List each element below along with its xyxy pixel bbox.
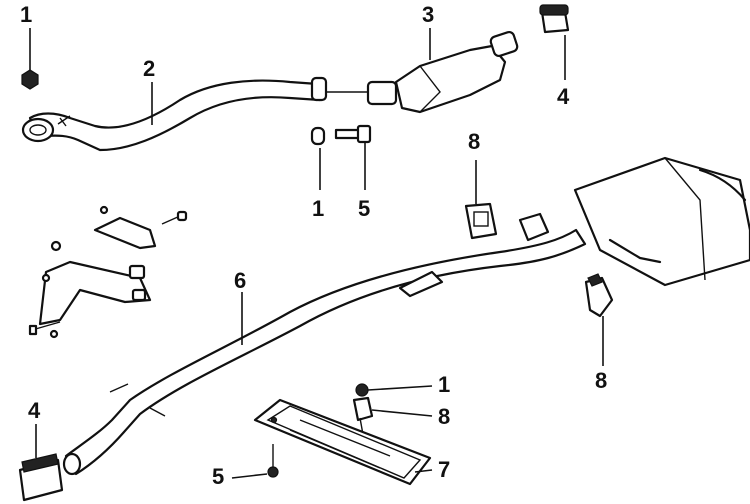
callout-8-top: 8	[468, 129, 481, 154]
nut-middle	[310, 126, 326, 146]
bolt-bottom	[267, 444, 279, 478]
leader-1-lower	[367, 385, 433, 391]
callout-5-bottom: 5	[212, 464, 225, 489]
heat-shield	[253, 398, 432, 486]
callout-5-middle: 5	[358, 196, 371, 221]
callout-7: 7	[438, 457, 451, 482]
callout-1-middle: 1	[312, 196, 325, 221]
callout-2: 2	[143, 56, 156, 81]
rear-muffler	[573, 156, 750, 287]
callout-8-lower: 8	[438, 404, 451, 429]
nut-top-left	[21, 69, 39, 90]
pipe-clamp-bottom	[18, 453, 64, 502]
callout-8-right: 8	[595, 368, 608, 393]
rubber-hanger-right	[584, 273, 614, 318]
bolt-middle	[334, 124, 372, 144]
callout-4-top: 4	[557, 84, 570, 109]
bracket-assembly	[28, 205, 188, 339]
leader-5-bottom	[231, 473, 268, 479]
pipe-clamp-top	[539, 4, 570, 34]
callout-6: 6	[234, 268, 247, 293]
nut-lower	[355, 383, 369, 397]
leader-8-lower	[371, 409, 433, 417]
rubber-mount-top	[464, 202, 498, 240]
callout-1-lower: 1	[438, 372, 451, 397]
callout-3: 3	[422, 2, 435, 27]
callout-4-bottom: 4	[28, 398, 41, 423]
catalytic-converter	[366, 30, 519, 114]
intermediate-rear-pipe	[62, 212, 662, 476]
callout-1-top-left: 1	[20, 2, 33, 27]
leader-7	[414, 469, 433, 473]
front-exhaust-pipe	[21, 76, 328, 152]
front-pipe-flange-end	[310, 76, 328, 102]
front-pipe-flange	[21, 117, 55, 143]
callout-leaders	[29, 28, 604, 479]
